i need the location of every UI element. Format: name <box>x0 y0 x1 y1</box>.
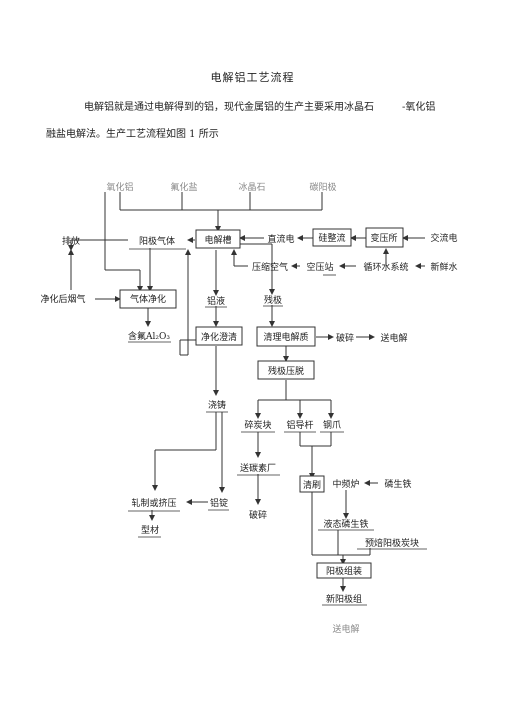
label-raw-cryolite: 冰晶石 <box>238 181 265 193</box>
label-press-residual-anode: 残极压脱 <box>268 365 304 377</box>
box-brushing <box>299 475 325 493</box>
intro-paragraph: 电解铝就是通过电解得到的铝，现代金属铝的生产主要采用冰晶石 -氧化铝 融盐电解法。… <box>46 94 466 148</box>
box-electrolytic-cell <box>195 229 241 249</box>
label-brushing: 清刷 <box>303 479 321 491</box>
label-fluoride-alumina: 含氟Al₂O₃ <box>128 330 170 342</box>
box-purify-clarify <box>195 326 243 346</box>
box-clean-electrolyte <box>256 326 316 347</box>
label-fresh-water: 新鲜水 <box>430 261 457 273</box>
label-steel-claw: 钢爪 <box>323 419 341 431</box>
label-crush: 破碎 <box>336 332 354 344</box>
para-line-1-b: -氧化铝 <box>402 102 436 113</box>
label-prebaked-anode: 预焙阳极炭块 <box>365 537 419 549</box>
box-press-residual-anode <box>257 360 315 380</box>
flow-labels: 氧化铝 氟化盐 冰晶石 碳阳极 电解槽 阳极气体 排放 直流电 硅整流 变压所 … <box>40 181 457 635</box>
label-anode-gas: 阳极气体 <box>139 235 175 247</box>
label-air-compressor: 空压站 <box>306 261 333 273</box>
label-clean-electrolyte: 清理电解质 <box>263 331 308 343</box>
label-transformer: 变压所 <box>370 232 397 244</box>
label-crush-2: 破碎 <box>249 509 267 521</box>
label-ac-power: 交流电 <box>430 232 457 244</box>
label-phosphorus-iron: 磷生铁 <box>384 478 411 490</box>
label-aluminum-rod: 铝导杆 <box>286 419 313 431</box>
label-rectifier: 硅整流 <box>318 232 345 244</box>
label-residual-anode: 残极 <box>264 294 282 306</box>
flow-connectors <box>68 192 425 592</box>
label-circulating-water: 循环水系统 <box>363 261 408 273</box>
label-underlines <box>128 248 427 606</box>
label-raw-alumina: 氧化铝 <box>106 181 133 193</box>
label-broken-carbon: 碎炭块 <box>244 419 271 431</box>
label-new-anode-group: 新阳极组 <box>326 593 362 605</box>
label-raw-carbon-anode: 碳阳极 <box>309 181 336 193</box>
label-medium-freq-furnace: 中频炉 <box>332 478 359 490</box>
label-send-to-electrolysis: 送电解 <box>332 623 359 635</box>
label-casting: 浇铸 <box>208 399 226 411</box>
flow-boxes <box>119 227 404 579</box>
label-purify-clarify: 净化澄清 <box>201 331 237 343</box>
label-profile: 型材 <box>141 524 159 536</box>
label-compressed-air: 压缩空气 <box>252 261 288 273</box>
para-line-1: 电解铝就是通过电解得到的铝，现代金属铝的生产主要采用冰晶石 -氧化铝 <box>46 94 466 121</box>
para-line-2: 融盐电解法。生产工艺流程如图 1 所示 <box>46 129 219 140</box>
label-raw-fluoride: 氟化盐 <box>170 181 197 193</box>
box-anode-assembly <box>316 562 372 579</box>
label-to-carbon-plant: 送碳素厂 <box>240 462 276 474</box>
box-gas-purification <box>119 289 177 309</box>
label-emission: 排放 <box>62 235 80 247</box>
label-cleaned-flue-gas: 净化后烟气 <box>40 293 85 305</box>
label-dc-power: 直流电 <box>267 233 294 245</box>
box-rectifier <box>312 228 352 247</box>
label-rolling-extrusion: 轧制或挤压 <box>131 497 176 509</box>
label-liquid-phosphorus-iron: 液态磷生铁 <box>323 518 368 530</box>
label-electrolytic-cell: 电解槽 <box>204 234 231 246</box>
page-title: 电解铝工艺流程 <box>210 71 295 84</box>
label-gas-purification: 气体净化 <box>130 293 166 305</box>
label-anode-assembly: 阳极组装 <box>326 565 362 577</box>
label-molten-aluminum: 铝液 <box>207 295 225 307</box>
label-send-to-cell: 送电解 <box>380 332 407 344</box>
para-line-1-a: 电解铝就是通过电解得到的铝，现代金属铝的生产主要采用冰晶石 <box>84 102 374 113</box>
box-transformer <box>365 227 404 248</box>
label-ingot: 铝锭 <box>210 497 228 509</box>
